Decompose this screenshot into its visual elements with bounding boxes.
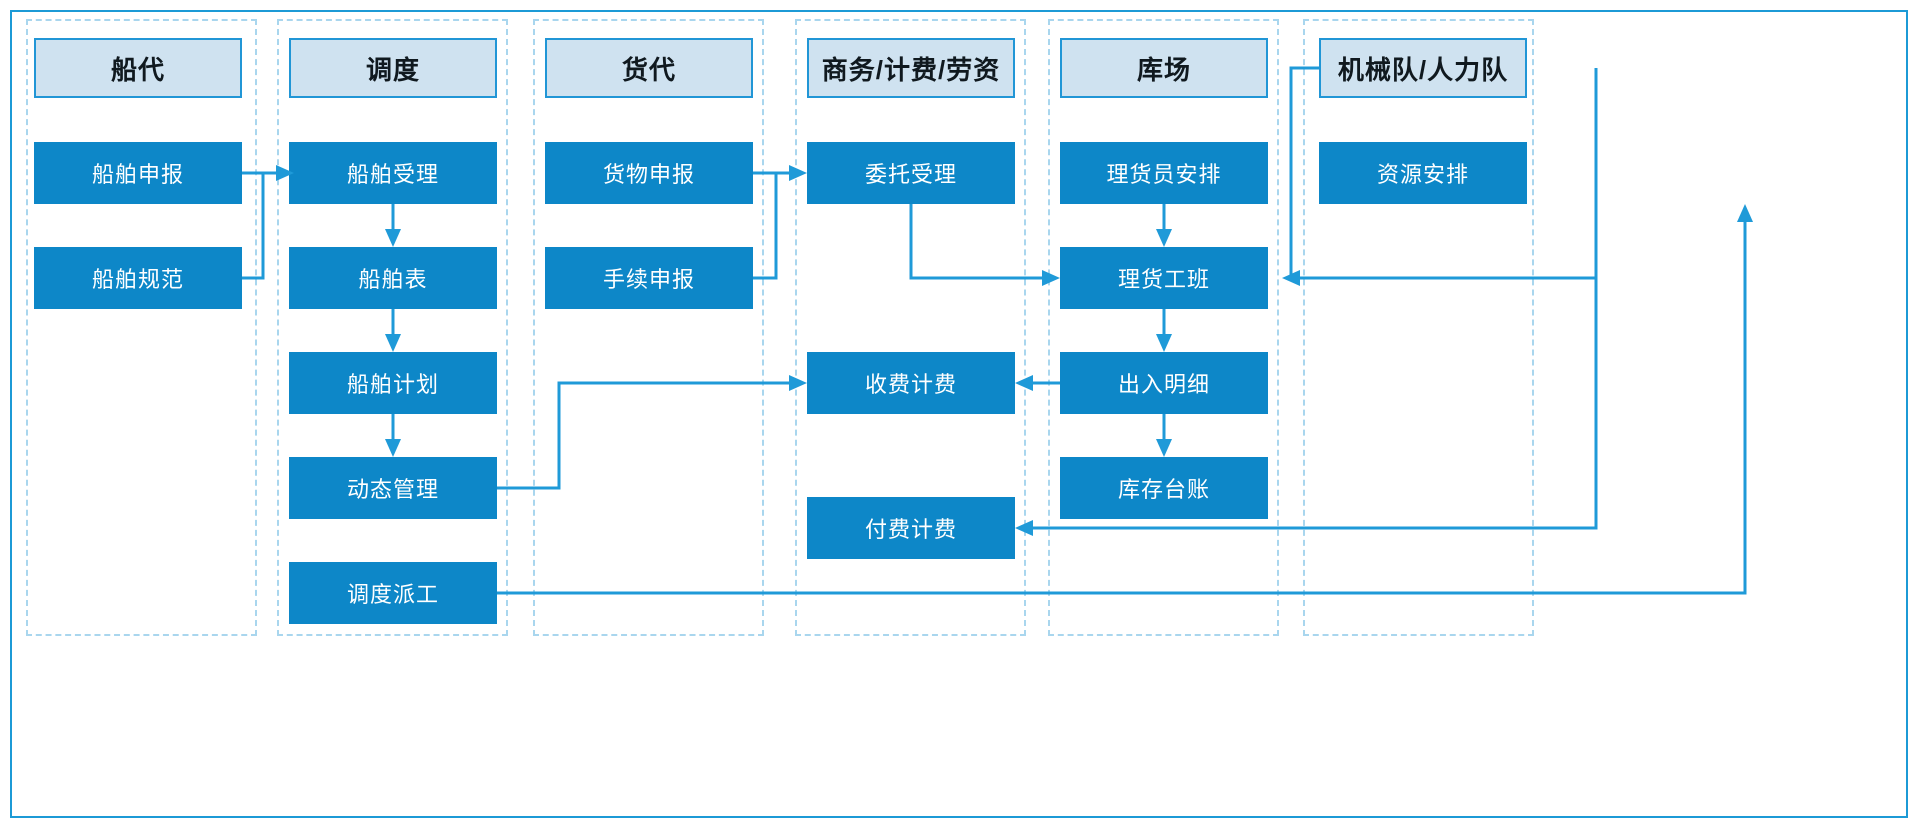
lane-container-jixiedui: [1303, 19, 1534, 636]
lane-header-huodai[interactable]: 货代: [545, 38, 753, 98]
node-fufei-jifei[interactable]: 付费计费: [807, 497, 1015, 559]
node-chuanbo-shenbao[interactable]: 船舶申报: [34, 142, 242, 204]
lane-header-jixiedui[interactable]: 机械队/人力队: [1319, 38, 1527, 98]
node-dongtai-guanli[interactable]: 动态管理: [289, 457, 497, 519]
node-kucun-taizhang[interactable]: 库存台账: [1060, 457, 1268, 519]
lane-header-chuandai[interactable]: 船代: [34, 38, 242, 98]
node-weituo-shouli[interactable]: 委托受理: [807, 142, 1015, 204]
lane-header-diaodu[interactable]: 调度: [289, 38, 497, 98]
lane-container-huodai: [533, 19, 764, 636]
lane-container-chuandai: [26, 19, 257, 636]
lane-container-diaodu: [277, 19, 508, 636]
node-ziyuan-anpai[interactable]: 资源安排: [1319, 142, 1527, 204]
node-shoufei-jifei[interactable]: 收费计费: [807, 352, 1015, 414]
node-diaodu-paigong[interactable]: 调度派工: [289, 562, 497, 624]
lane-container-kuchang: [1048, 19, 1279, 636]
node-huowu-shenbao[interactable]: 货物申报: [545, 142, 753, 204]
lane-header-shangwu[interactable]: 商务/计费/劳资: [807, 38, 1015, 98]
node-churu-mingxi[interactable]: 出入明细: [1060, 352, 1268, 414]
lane-header-kuchang[interactable]: 库场: [1060, 38, 1268, 98]
node-chuanbo-biao[interactable]: 船舶表: [289, 247, 497, 309]
node-shouxu-shenbao[interactable]: 手续申报: [545, 247, 753, 309]
node-lihuo-gongban[interactable]: 理货工班: [1060, 247, 1268, 309]
node-lihuoyuan-anpai[interactable]: 理货员安排: [1060, 142, 1268, 204]
diagram-outer-frame: [10, 10, 1908, 818]
node-chuanbo-jihua[interactable]: 船舶计划: [289, 352, 497, 414]
node-chuanbo-shouli[interactable]: 船舶受理: [289, 142, 497, 204]
node-chuanbo-guifan[interactable]: 船舶规范: [34, 247, 242, 309]
